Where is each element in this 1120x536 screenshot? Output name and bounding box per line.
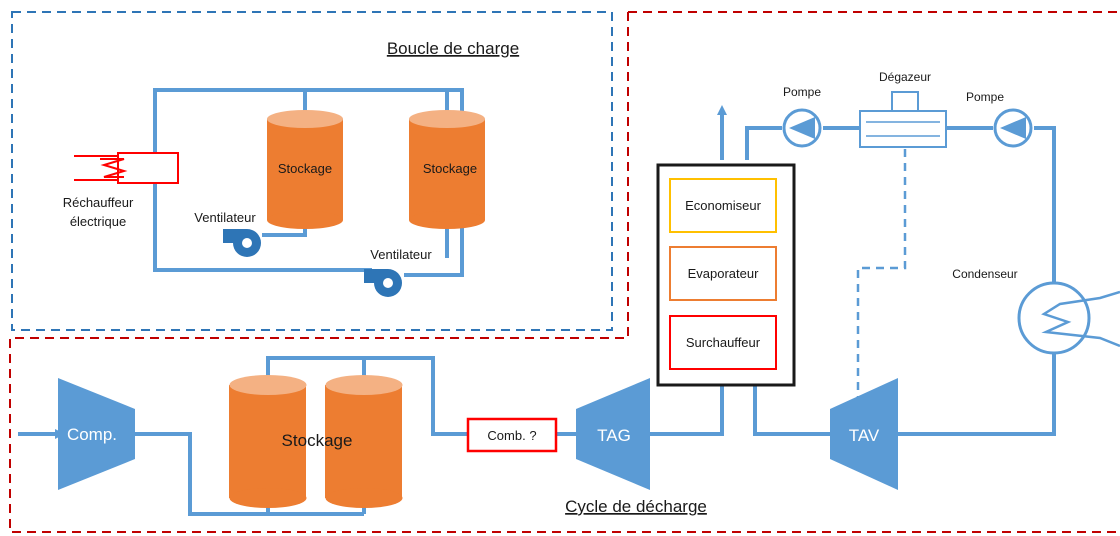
steam-turbine: [830, 378, 898, 490]
compressor: [58, 378, 135, 490]
pump-label-2: Pompe: [966, 90, 1004, 104]
deaerator: [859, 91, 947, 148]
gas-turbine: [576, 378, 650, 490]
charge-loop-title: Boucle de charge: [387, 39, 519, 58]
discharge-storage-tank-2: [325, 375, 403, 508]
combustor-label: Comb. ?: [487, 428, 536, 443]
charge-storage-label-2: Stockage: [423, 161, 477, 176]
fan-label-1: Ventilateur: [194, 210, 256, 225]
fan-label-2: Ventilateur: [370, 247, 432, 262]
charge-loop-pipes: [153, 88, 464, 277]
charge-storage-tank-2: [409, 110, 485, 229]
superheater-box: [669, 315, 777, 370]
economiser-label: Economiseur: [685, 198, 762, 213]
superheater-label: Surchauffeur: [686, 335, 761, 350]
fan-icon-1: [223, 229, 261, 257]
pump-label-1: Pompe: [783, 85, 821, 99]
fan-icon-2: [364, 269, 402, 297]
pump-icon-2: [993, 108, 1033, 148]
steam-turbine-label: TAV: [849, 426, 880, 445]
heater-label-line2: électrique: [70, 214, 126, 229]
discharge-cycle-pipes: [18, 105, 1056, 516]
discharge-cycle-title: Cycle de décharge: [565, 497, 707, 516]
charge-loop-border: [11, 11, 613, 331]
compressor-label: Comp.: [67, 425, 117, 444]
heater-label-line1: Réchauffeur: [63, 195, 134, 210]
discharge-storage-tank-1: [229, 375, 307, 508]
electric-heater: [74, 152, 179, 184]
charge-storage-tank-1: [267, 110, 343, 229]
condenser-label: Condenseur: [952, 267, 1017, 281]
pump-icon-1: [782, 108, 822, 148]
discharge-cycle-border: [9, 11, 1118, 533]
evaporator-box: [669, 246, 777, 301]
deaerator-label: Dégazeur: [879, 70, 931, 84]
gas-turbine-label: TAG: [597, 426, 631, 445]
combustor-box: [466, 417, 558, 453]
condenser-icon: [1017, 281, 1120, 355]
charge-storage-label-1: Stockage: [278, 161, 332, 176]
economiser-box: [669, 178, 777, 233]
discharge-storage-label: Stockage: [282, 431, 353, 450]
evaporator-label: Evaporateur: [688, 266, 759, 281]
